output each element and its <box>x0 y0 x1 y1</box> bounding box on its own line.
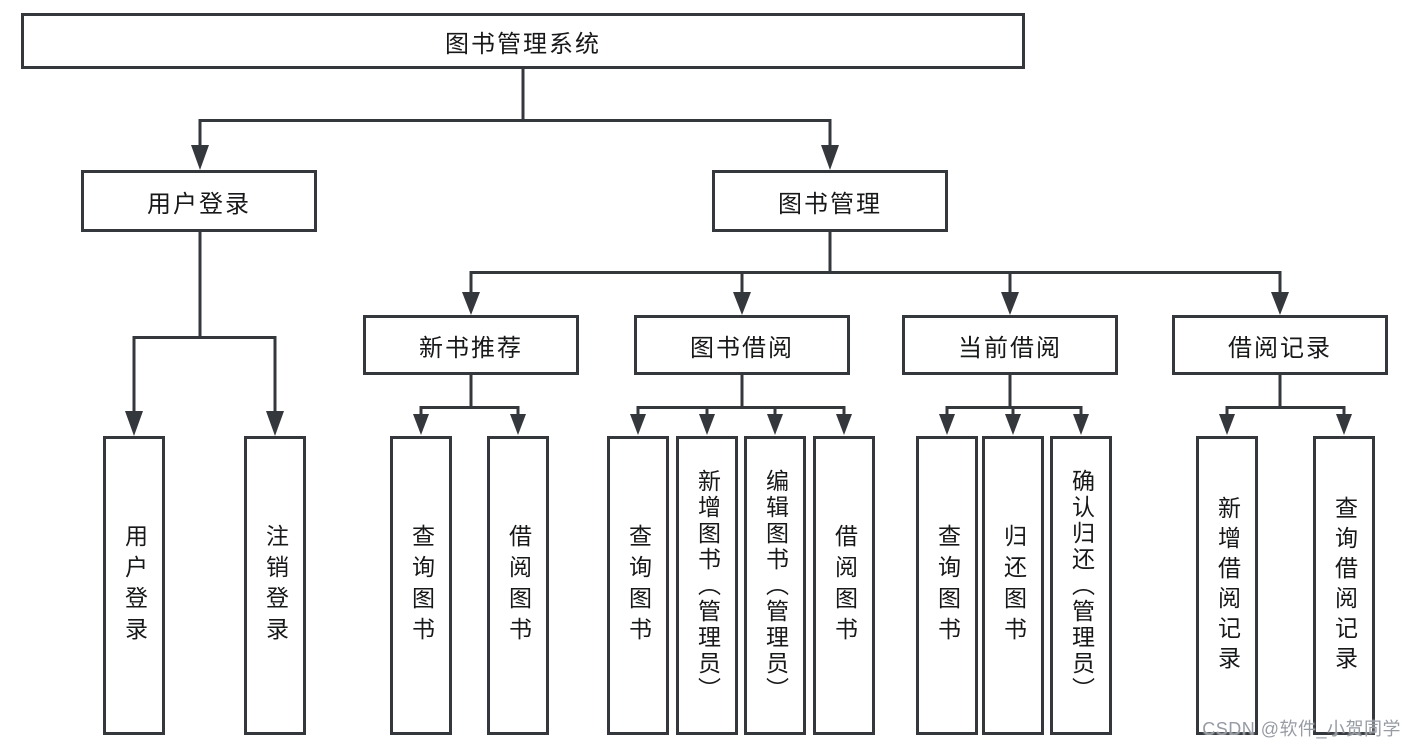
node-borrowing-records: 借阅记录 <box>1172 315 1388 375</box>
node-root: 图书管理系统 <box>21 13 1025 69</box>
leaf-borrow-edit-books-admin-label: 编辑图书（管理员） <box>762 468 789 703</box>
arrowhead-icon <box>1001 292 1019 315</box>
leaf-current-confirm-return-admin: 确认归还（管理员） <box>1050 436 1112 735</box>
arrowhead-icon <box>510 414 526 435</box>
leaf-newbook-query-books-label: 查询图书 <box>408 523 435 648</box>
leaf-borrow-edit-books-admin: 编辑图书（管理员） <box>744 436 806 735</box>
leaf-logout: 注销登录 <box>244 436 306 735</box>
leaf-current-query-books: 查询图书 <box>916 436 978 735</box>
leaf-borrow-add-books-admin-label: 新增图书（管理员） <box>694 468 721 703</box>
leaf-user-login-label: 用户登录 <box>121 523 148 648</box>
node-borrowing-records-label: 借阅记录 <box>1228 334 1332 362</box>
node-user-login: 用户登录 <box>81 170 317 232</box>
connector-book-management-to-level3 <box>462 232 1289 315</box>
leaf-current-confirm-return-admin-label: 确认归还（管理员） <box>1068 468 1095 703</box>
leaf-newbook-borrow-books: 借阅图书 <box>487 436 549 735</box>
arrowhead-icon <box>413 414 429 435</box>
leaf-borrow-query-books-label: 查询图书 <box>625 523 652 648</box>
arrowhead-icon <box>266 411 284 436</box>
leaf-record-query-borrow-record-label: 查询借阅记录 <box>1331 495 1358 676</box>
arrowhead-icon <box>767 414 783 435</box>
arrowhead-icon <box>462 292 480 315</box>
leaf-record-add-borrow-record-label: 新增借阅记录 <box>1214 495 1241 676</box>
node-user-login-label: 用户登录 <box>147 190 251 218</box>
leaf-user-login: 用户登录 <box>103 436 165 735</box>
leaf-current-query-books-label: 查询图书 <box>934 523 961 648</box>
arrowhead-icon <box>733 292 751 315</box>
leaf-current-return-books-label: 归还图书 <box>1000 523 1027 648</box>
arrowhead-icon <box>1073 414 1089 435</box>
leaf-newbook-borrow-books-label: 借阅图书 <box>505 523 532 648</box>
connector-borrowing-records-to-leaves <box>1219 375 1352 435</box>
watermark: CSDN @软件_小贺同学 <box>1202 719 1401 739</box>
connector-book-borrowing-to-leaves <box>630 375 852 435</box>
arrowhead-icon <box>1336 414 1352 435</box>
leaf-borrow-borrow-books: 借阅图书 <box>813 436 875 735</box>
connector-root-to-level2 <box>191 69 839 170</box>
arrowhead-icon <box>836 414 852 435</box>
node-current-borrowing-label: 当前借阅 <box>958 334 1062 362</box>
arrowhead-icon <box>939 414 955 435</box>
leaf-borrow-query-books: 查询图书 <box>607 436 669 735</box>
leaf-logout-label: 注销登录 <box>262 523 289 648</box>
arrowhead-icon <box>125 411 143 436</box>
leaf-borrow-borrow-books-label: 借阅图书 <box>831 523 858 648</box>
arrowhead-icon <box>1271 292 1289 315</box>
node-book-management-label: 图书管理 <box>778 190 882 218</box>
node-current-borrowing: 当前借阅 <box>902 315 1118 375</box>
leaf-newbook-query-books: 查询图书 <box>390 436 452 735</box>
node-book-borrowing: 图书借阅 <box>634 315 850 375</box>
arrowhead-icon <box>699 414 715 435</box>
node-book-borrowing-label: 图书借阅 <box>690 334 794 362</box>
arrowhead-icon <box>1005 414 1021 435</box>
arrowhead-icon <box>630 414 646 435</box>
leaf-record-add-borrow-record: 新增借阅记录 <box>1196 436 1258 735</box>
leaf-borrow-add-books-admin: 新增图书（管理员） <box>676 436 738 735</box>
leaf-record-query-borrow-record: 查询借阅记录 <box>1313 436 1375 735</box>
arrowhead-icon <box>1219 414 1235 435</box>
node-new-book-recommendation-label: 新书推荐 <box>419 334 523 362</box>
node-book-management: 图书管理 <box>712 170 948 232</box>
connector-user-login-to-leaves <box>125 232 284 436</box>
arrowhead-icon <box>191 145 209 170</box>
arrowhead-icon <box>821 145 839 170</box>
connector-current-borrowing-to-leaves <box>939 375 1089 435</box>
node-new-book-recommendation: 新书推荐 <box>363 315 579 375</box>
leaf-current-return-books: 归还图书 <box>982 436 1044 735</box>
node-root-label: 图书管理系统 <box>445 30 601 58</box>
connector-new-book-to-leaves <box>413 375 526 435</box>
